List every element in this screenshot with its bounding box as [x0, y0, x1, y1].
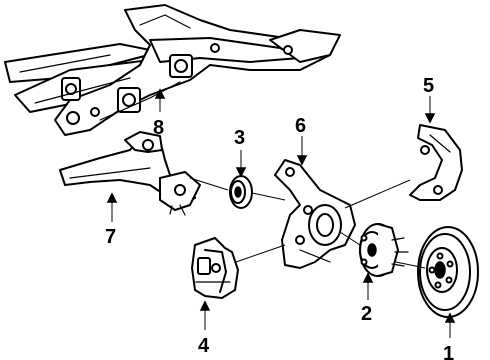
- callout-5: 5: [423, 75, 434, 97]
- callout-6: 6: [295, 115, 306, 137]
- callout-1: 1: [443, 343, 454, 360]
- callout-3: 3: [234, 127, 245, 149]
- splash-shield: [409, 124, 463, 201]
- callout-8: 8: [153, 117, 164, 139]
- callout-arrows: [106, 88, 456, 338]
- lower-control-arm: [59, 131, 201, 216]
- crossmember-cradle: [4, 4, 341, 136]
- brake-caliper: [191, 237, 239, 299]
- callout-4: 4: [198, 335, 210, 357]
- callout-2: 2: [361, 303, 372, 325]
- callout-7: 7: [105, 226, 116, 248]
- wheel-bearing: [229, 175, 253, 209]
- steering-knuckle: [274, 159, 356, 269]
- hub-bearing-assembly: [359, 223, 409, 277]
- assembly-centerlines: [189, 177, 426, 269]
- brake-rotor: [417, 226, 479, 318]
